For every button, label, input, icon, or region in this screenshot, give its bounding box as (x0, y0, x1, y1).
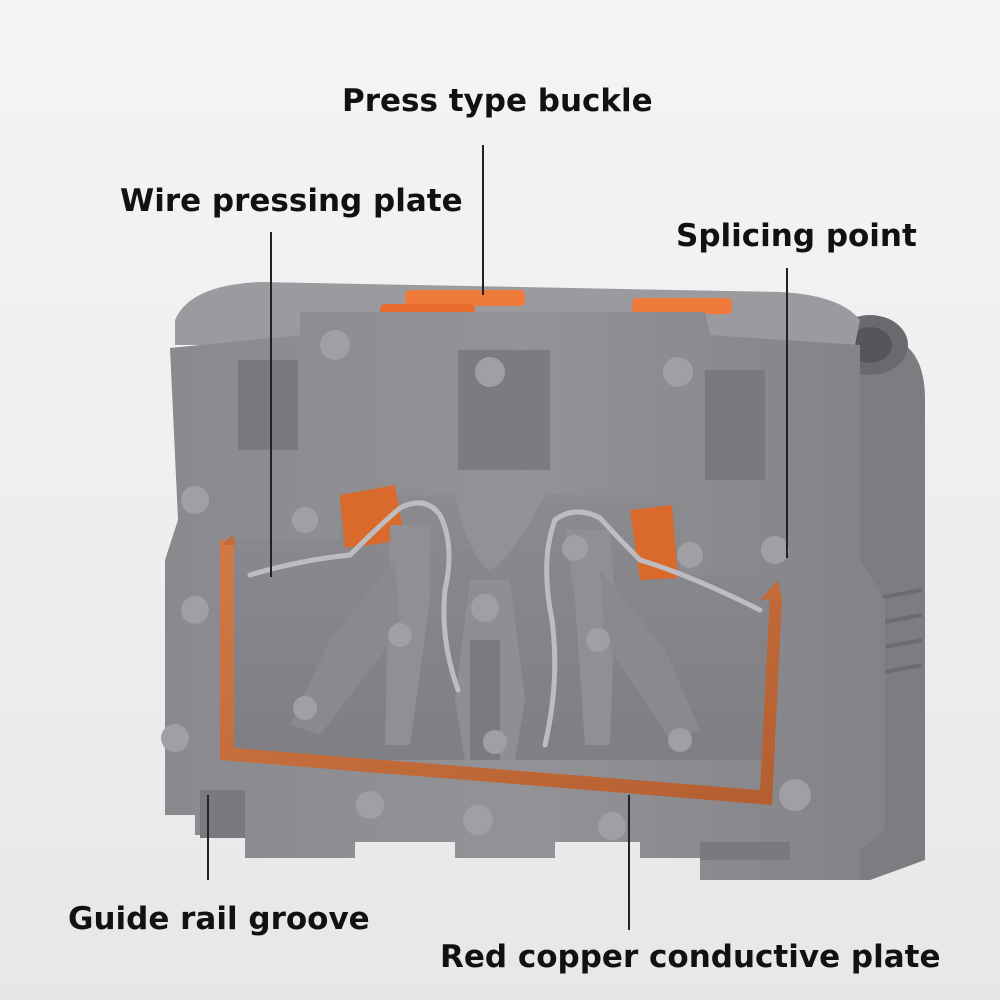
housing-rivets (161, 330, 811, 840)
label-wire-pressing-plate: Wire pressing plate (120, 183, 463, 219)
label-press-type-buckle: Press type buckle (342, 83, 653, 119)
label-red-copper-conductive-plate: Red copper conductive plate (440, 939, 941, 975)
leader-splicing-point (786, 268, 788, 558)
spring-clips (247, 500, 763, 748)
copper-conductive-plate (220, 535, 782, 805)
label-splicing-point: Splicing point (676, 218, 917, 254)
leader-guide-rail-groove (207, 795, 209, 880)
leader-press-type-buckle (482, 145, 484, 295)
leader-wire-pressing-plate (270, 232, 272, 577)
label-guide-rail-groove: Guide rail groove (68, 901, 370, 937)
leader-red-copper-conductive-plate (628, 795, 630, 930)
